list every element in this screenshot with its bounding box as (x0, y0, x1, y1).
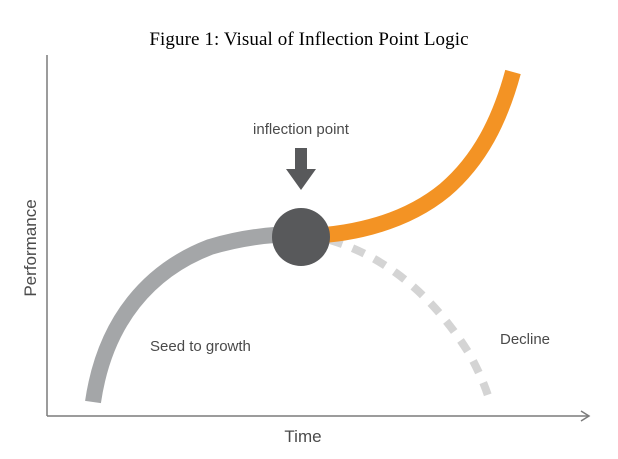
decline-curve (328, 236, 494, 404)
figure-title: Figure 1: Visual of Inflection Point Log… (149, 29, 469, 50)
down-arrow-icon (286, 148, 316, 190)
y-axis-label: Performance (21, 199, 40, 296)
rise-curve (299, 69, 521, 244)
axes (46, 55, 591, 422)
decline-label: Decline (500, 331, 550, 348)
x-axis-arrowhead (580, 410, 591, 422)
x-axis-label: Time (284, 427, 321, 446)
inflection-point-label: inflection point (253, 121, 350, 138)
growth-curve (85, 226, 301, 404)
inflection-point-marker (272, 208, 330, 266)
seed-to-growth-label: Seed to growth (150, 338, 251, 355)
